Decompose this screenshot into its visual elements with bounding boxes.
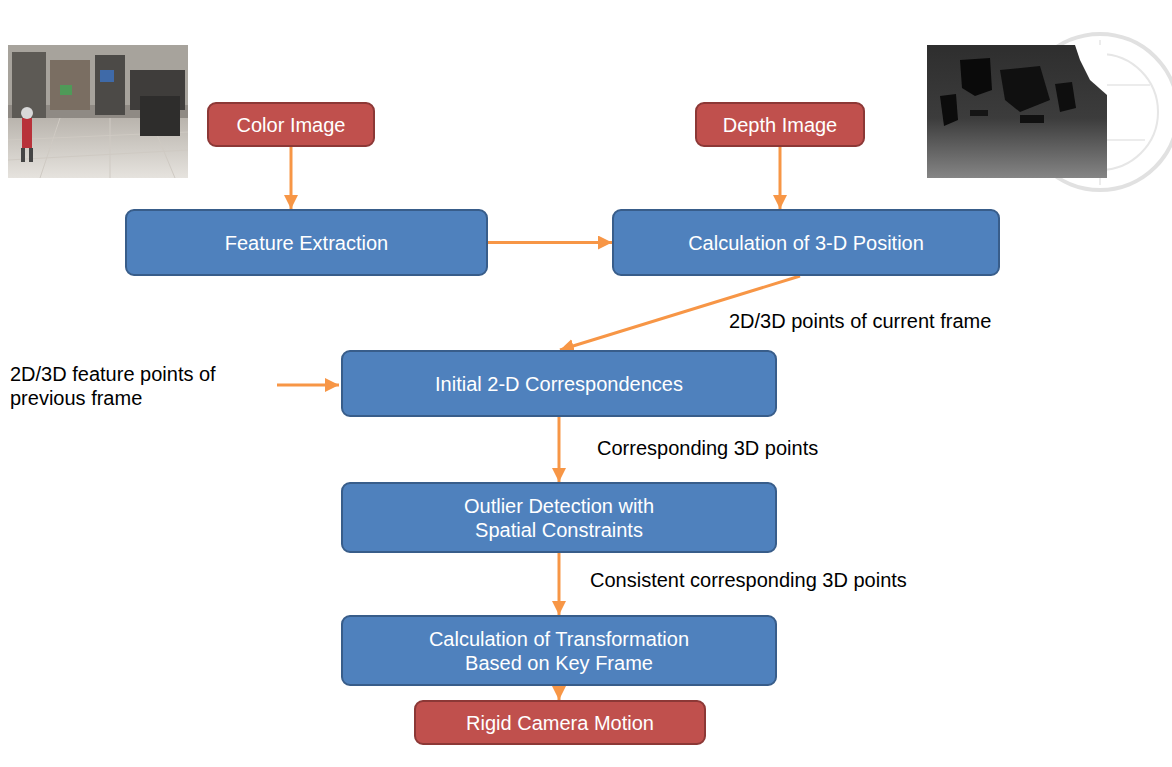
box-label: Color Image — [237, 113, 346, 137]
flow-arrow — [290, 147, 293, 209]
flow-arrow — [558, 417, 561, 482]
process-box: Calculation of Transformation Based on K… — [341, 615, 777, 686]
edge-label: 2D/3D points of current frame — [727, 309, 993, 333]
process-box: Initial 2-D Correspondences — [341, 350, 777, 417]
flow-arrow — [558, 553, 561, 615]
process-box: Outlier Detection with Spatial Constrain… — [341, 482, 777, 553]
input-note: 2D/3D feature points of previous frame — [8, 362, 227, 410]
box-label: Rigid Camera Motion — [466, 711, 654, 735]
box-label: Calculation of Transformation Based on K… — [409, 627, 709, 675]
flow-arrow — [558, 686, 561, 700]
flow-arrow — [488, 241, 612, 244]
depth-image — [927, 45, 1107, 178]
box-label: Outlier Detection with Spatial Constrain… — [434, 494, 684, 542]
edge-label: Consistent corresponding 3D points — [588, 568, 909, 592]
process-box: Calculation of 3-D Position — [612, 209, 1000, 276]
box-label: Calculation of 3-D Position — [688, 231, 924, 255]
input-box: Depth Image — [695, 102, 865, 147]
color-photo — [8, 45, 188, 178]
box-label: Depth Image — [723, 113, 838, 137]
box-label: Feature Extraction — [225, 231, 388, 255]
output-box: Rigid Camera Motion — [414, 700, 706, 745]
edge-label: Corresponding 3D points — [595, 436, 820, 460]
box-label: Initial 2-D Correspondences — [435, 372, 683, 396]
input-arrow — [277, 384, 339, 387]
process-box: Feature Extraction — [125, 209, 488, 276]
flow-arrow — [779, 147, 782, 209]
input-box: Color Image — [207, 102, 375, 147]
